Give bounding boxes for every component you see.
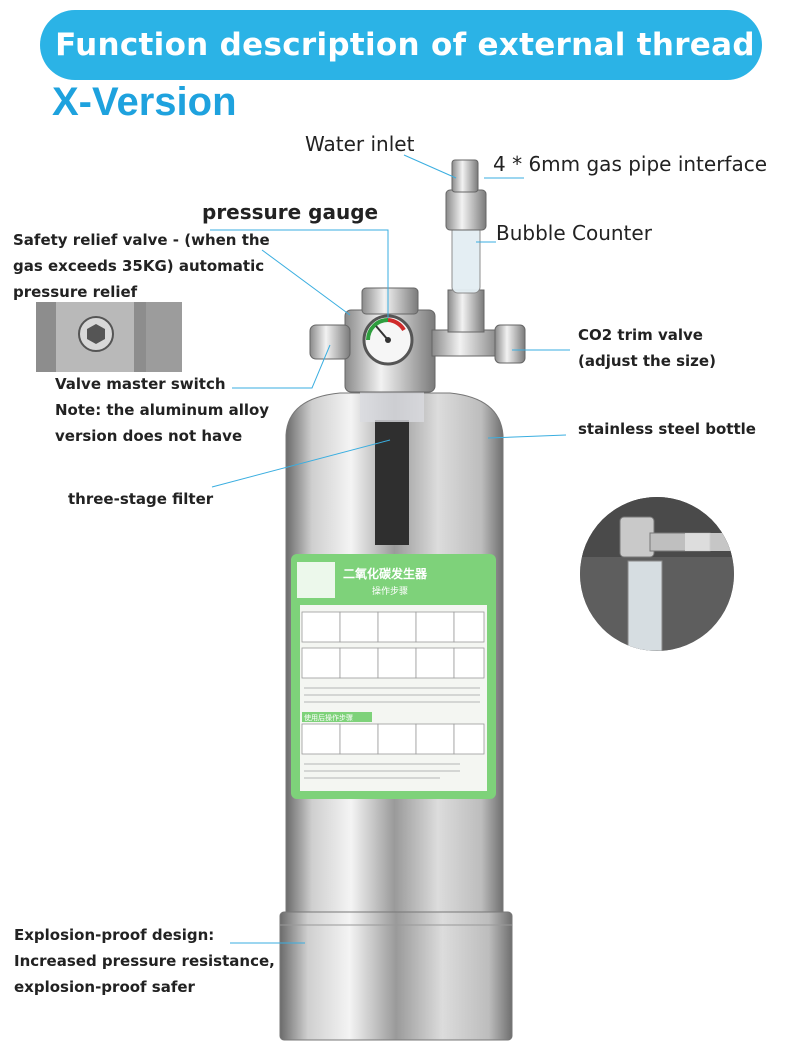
sticker-title: 二氧化碳发生器 [343, 566, 428, 581]
label-master-switch: Valve master switch Note: the aluminum a… [55, 375, 270, 445]
filter-core [375, 420, 409, 545]
label-explosion: Explosion-proof design: Increased pressu… [14, 926, 275, 996]
label-bubble-counter: Bubble Counter [496, 221, 652, 245]
label-pressure-gauge: pressure gauge [202, 200, 379, 224]
leader-water-inlet [403, 154, 457, 179]
leader-safety [261, 249, 351, 316]
label-water-inlet: Water inlet [305, 132, 415, 156]
co2-valve-inset [580, 497, 734, 651]
label-gas-pipe: 4 * 6mm gas pipe interface [493, 152, 768, 176]
bottle-base [279, 911, 513, 1041]
label-co2-valve: CO2 trim valve (adjust the size) [578, 326, 716, 370]
bubble-counter-tube [451, 224, 481, 294]
leader-switch [232, 344, 331, 389]
leader-gauge [210, 229, 389, 318]
master-switch-knob [309, 324, 351, 360]
sticker-section: 使用后操作步骤 [304, 713, 353, 722]
label-filter: three-stage filter [68, 490, 214, 508]
leader-stainless [487, 434, 567, 439]
leader-filter [211, 439, 391, 488]
version-title: X-Version [52, 80, 237, 124]
label-safety-valve: Safety relief valve - (when the gas exce… [13, 231, 270, 301]
label-stainless: stainless steel bottle [578, 420, 756, 438]
sticker-subtitle: 操作步骤 [372, 585, 408, 597]
banner-title: Function description of external thread [40, 10, 762, 80]
safety-valve-inset [36, 302, 182, 372]
trim-valve-knob [494, 324, 526, 364]
